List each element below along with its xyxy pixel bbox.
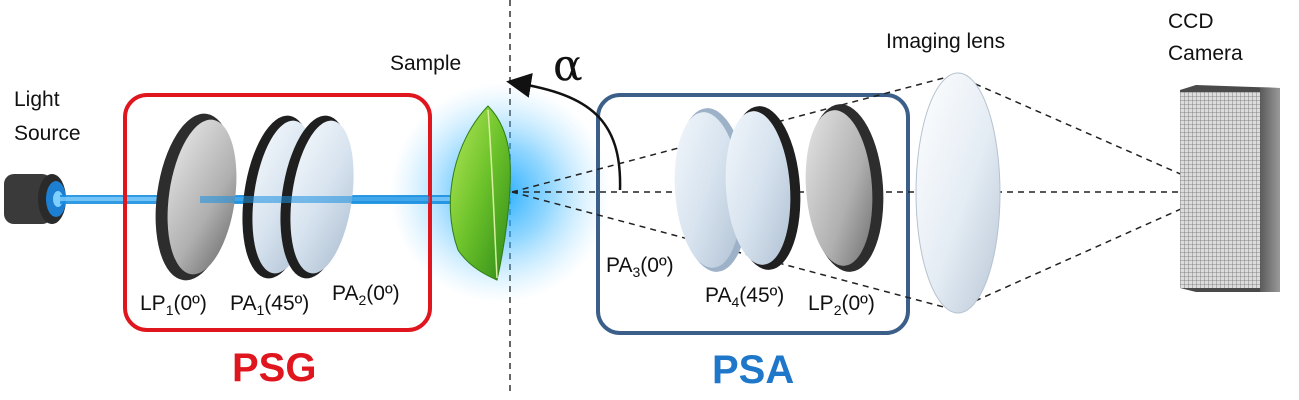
pa4-sub: 4 — [731, 294, 740, 311]
alpha-symbol: α — [553, 40, 583, 91]
leaf-sample — [449, 105, 511, 281]
pa2-angle: (0º) — [366, 282, 400, 305]
imaging-lens-label: Imaging lens — [886, 30, 1006, 53]
ccd-label-line2: Camera — [1168, 42, 1243, 65]
lp2-angle: (0º) — [841, 292, 875, 315]
imaging-lens — [915, 72, 1001, 314]
lp1-angle: (0º) — [173, 292, 207, 315]
lp1-label: LP1(0º) — [140, 292, 207, 319]
psg-box — [123, 93, 432, 332]
lp2-polarizer — [805, 104, 884, 272]
ccd-camera — [1180, 85, 1280, 292]
pa3-label: PA3(0º) — [606, 254, 674, 281]
lp2-sub: 2 — [833, 302, 842, 319]
pa1-name: PA — [230, 292, 257, 315]
pa3-name: PA — [606, 254, 633, 277]
lp2-name: LP — [808, 292, 834, 315]
pa2-name: PA — [332, 282, 359, 305]
psa-title: PSA — [712, 348, 795, 392]
pa4-label: PA4(45º) — [705, 284, 784, 311]
pa1-label: PA1(45º) — [230, 292, 309, 319]
lp1-name: LP — [140, 292, 166, 315]
pa3-sub: 3 — [632, 264, 641, 281]
light-source — [4, 174, 66, 224]
lp1-sub: 1 — [165, 302, 174, 319]
ccd-label-line1: CCD — [1168, 10, 1214, 33]
pa2-sub: 2 — [358, 292, 367, 309]
light-source-label-line2: Source — [14, 122, 81, 145]
psa-box — [596, 93, 910, 335]
light-source-label-line1: Light — [14, 88, 60, 111]
rotation-arrow — [506, 73, 622, 191]
sample-label: Sample — [390, 52, 462, 75]
pa4-retarder — [725, 106, 801, 270]
psg-title: PSG — [232, 346, 317, 390]
pa4-name: PA — [705, 284, 732, 307]
pa2-label: PA2(0º) — [332, 282, 400, 309]
pa4-angle: (45º) — [739, 284, 785, 307]
pa1-sub: 1 — [256, 302, 265, 319]
pa1-angle: (45º) — [264, 292, 310, 315]
imaging-cone — [511, 74, 1211, 311]
lp2-label: LP2(0º) — [808, 292, 875, 319]
pa3-angle: (0º) — [640, 254, 674, 277]
